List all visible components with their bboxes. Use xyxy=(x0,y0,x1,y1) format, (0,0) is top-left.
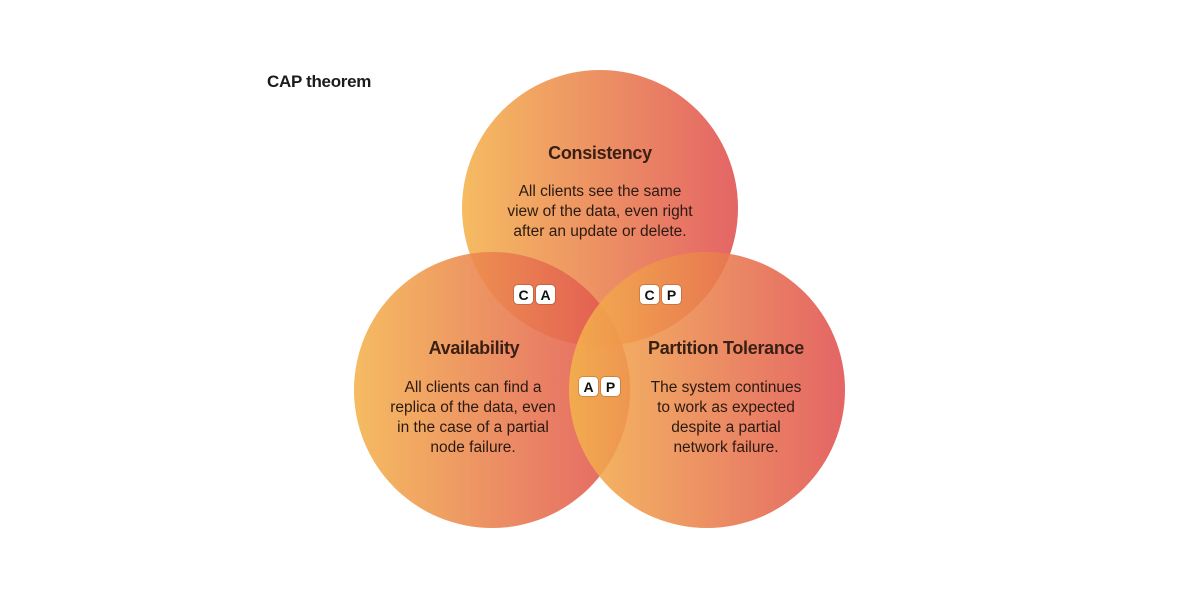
availability-heading: Availability xyxy=(428,338,520,358)
availability-description-line: All clients can find a xyxy=(404,379,542,396)
ap-intersection-badge: A P xyxy=(579,377,620,396)
diagram-title: CAP theorem xyxy=(267,72,372,91)
consistency-description-line: after an update or delete. xyxy=(513,223,687,240)
partition-tolerance-circle xyxy=(569,252,845,528)
ap-key-a: A xyxy=(579,377,598,396)
partition-tolerance-description: The system continues to work as expected… xyxy=(611,378,841,458)
availability-circle xyxy=(354,252,630,528)
availability-description-line: replica of the data, even xyxy=(390,399,556,416)
availability-description-line: in the case of a partial xyxy=(397,419,549,436)
consistency-heading: Consistency xyxy=(548,143,652,163)
ca-key-c: C xyxy=(514,285,533,304)
partition-tolerance-description-line: The system continues xyxy=(650,379,802,396)
consistency-description-line: All clients see the same xyxy=(518,183,682,200)
partition-tolerance-description-line: network failure. xyxy=(673,439,779,456)
cp-key-c: C xyxy=(640,285,659,304)
partition-tolerance-description-line: to work as expected xyxy=(657,399,795,416)
ca-intersection-badge: C A xyxy=(514,285,555,304)
consistency-description-line: view of the data, even right xyxy=(507,203,693,220)
ap-key-p: P xyxy=(601,377,620,396)
cp-intersection-badge: C P xyxy=(640,285,681,304)
cp-key-p: P xyxy=(662,285,681,304)
consistency-description: All clients see the same view of the dat… xyxy=(480,182,720,242)
partition-tolerance-heading: Partition Tolerance xyxy=(647,338,804,358)
availability-description: All clients can find a replica of the da… xyxy=(358,378,588,458)
availability-description-line: node failure. xyxy=(430,439,516,456)
partition-tolerance-description-line: despite a partial xyxy=(671,419,781,436)
ca-key-a: A xyxy=(536,285,555,304)
